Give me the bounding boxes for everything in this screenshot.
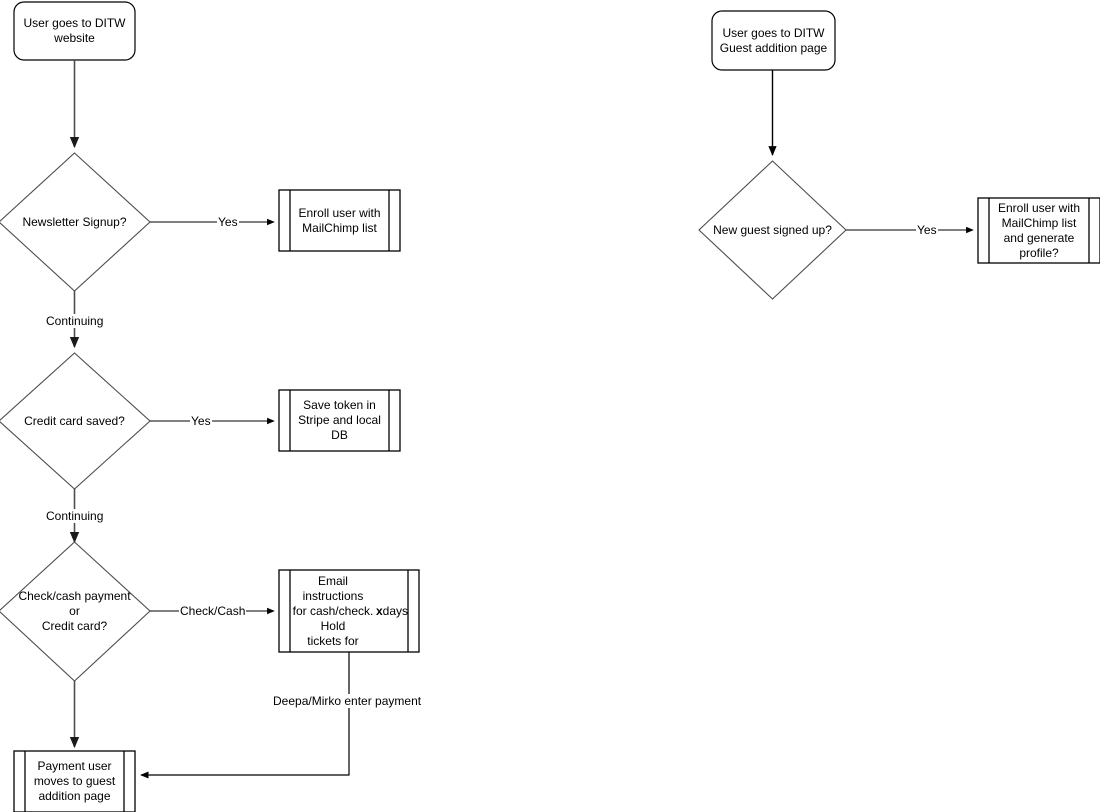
node-save-token-stripe[interactable] xyxy=(278,389,401,452)
node-user-goes-to-guest-addition-page[interactable] xyxy=(711,10,836,71)
node-payment-method-decision[interactable] xyxy=(0,541,151,682)
node-enroll-mailchimp-generate-profile[interactable] xyxy=(977,197,1100,264)
node-new-guest-signed-up-decision[interactable] xyxy=(698,160,847,300)
node-credit-card-saved-decision[interactable] xyxy=(0,352,151,490)
node-enroll-mailchimp-list[interactable] xyxy=(278,189,401,252)
edge-label-check-cash: Check/Cash xyxy=(179,604,247,618)
node-payment-user-moves-to-guest-addition-page[interactable] xyxy=(13,750,136,812)
node-newsletter-signup-decision[interactable] xyxy=(0,152,151,292)
edge-label-deepa-mirko-enter-payment: Deepa/Mirko enter payment xyxy=(272,694,423,708)
node-email-instructions[interactable] xyxy=(278,569,420,653)
edge-label-newsletter-yes: Yes xyxy=(217,215,239,229)
edge-label-credit-card-continuing: Continuing xyxy=(45,509,105,523)
edge-deepa-mirko-enter-payment xyxy=(140,652,350,779)
edge-label-newsletter-continuing: Continuing xyxy=(45,314,105,328)
node-user-goes-to-ditw-website[interactable] xyxy=(13,1,136,61)
edge-label-new-guest-yes: Yes xyxy=(916,223,938,237)
edge-label-credit-card-yes: Yes xyxy=(190,414,212,428)
